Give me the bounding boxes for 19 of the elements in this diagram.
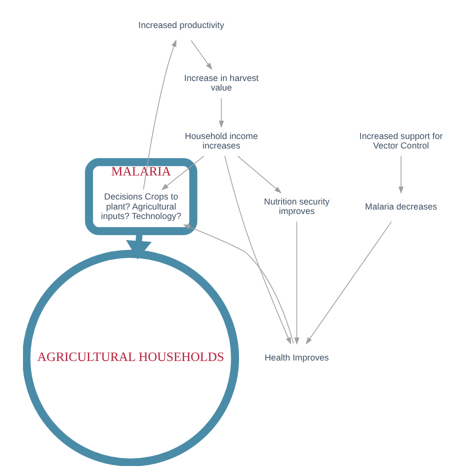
arrow <box>398 156 404 194</box>
node-text: Decisions Crops to plant? Agricultural inputs? Technology? <box>100 192 181 221</box>
node-text: Increased support for Vector Control <box>358 130 442 150</box>
arrow <box>218 98 224 128</box>
node-text: Household income increases <box>184 130 258 150</box>
arrow <box>305 221 392 345</box>
node-text: Increase in harvest value <box>184 72 258 93</box>
node-text: Increased productivity <box>138 20 224 30</box>
arrow <box>160 156 204 190</box>
arrow <box>236 156 282 194</box>
arrow <box>224 155 291 345</box>
node-text: Malaria decreases <box>364 201 437 212</box>
node-text: Health Improves <box>264 352 328 362</box>
arrow <box>190 40 212 70</box>
arrow <box>182 224 294 344</box>
arrow <box>294 221 299 345</box>
node-text: Nutrition security improves <box>263 196 330 216</box>
arrow <box>142 39 176 190</box>
node-circle: AGRICULTURAL HOUSEHOLDS <box>22 250 239 466</box>
